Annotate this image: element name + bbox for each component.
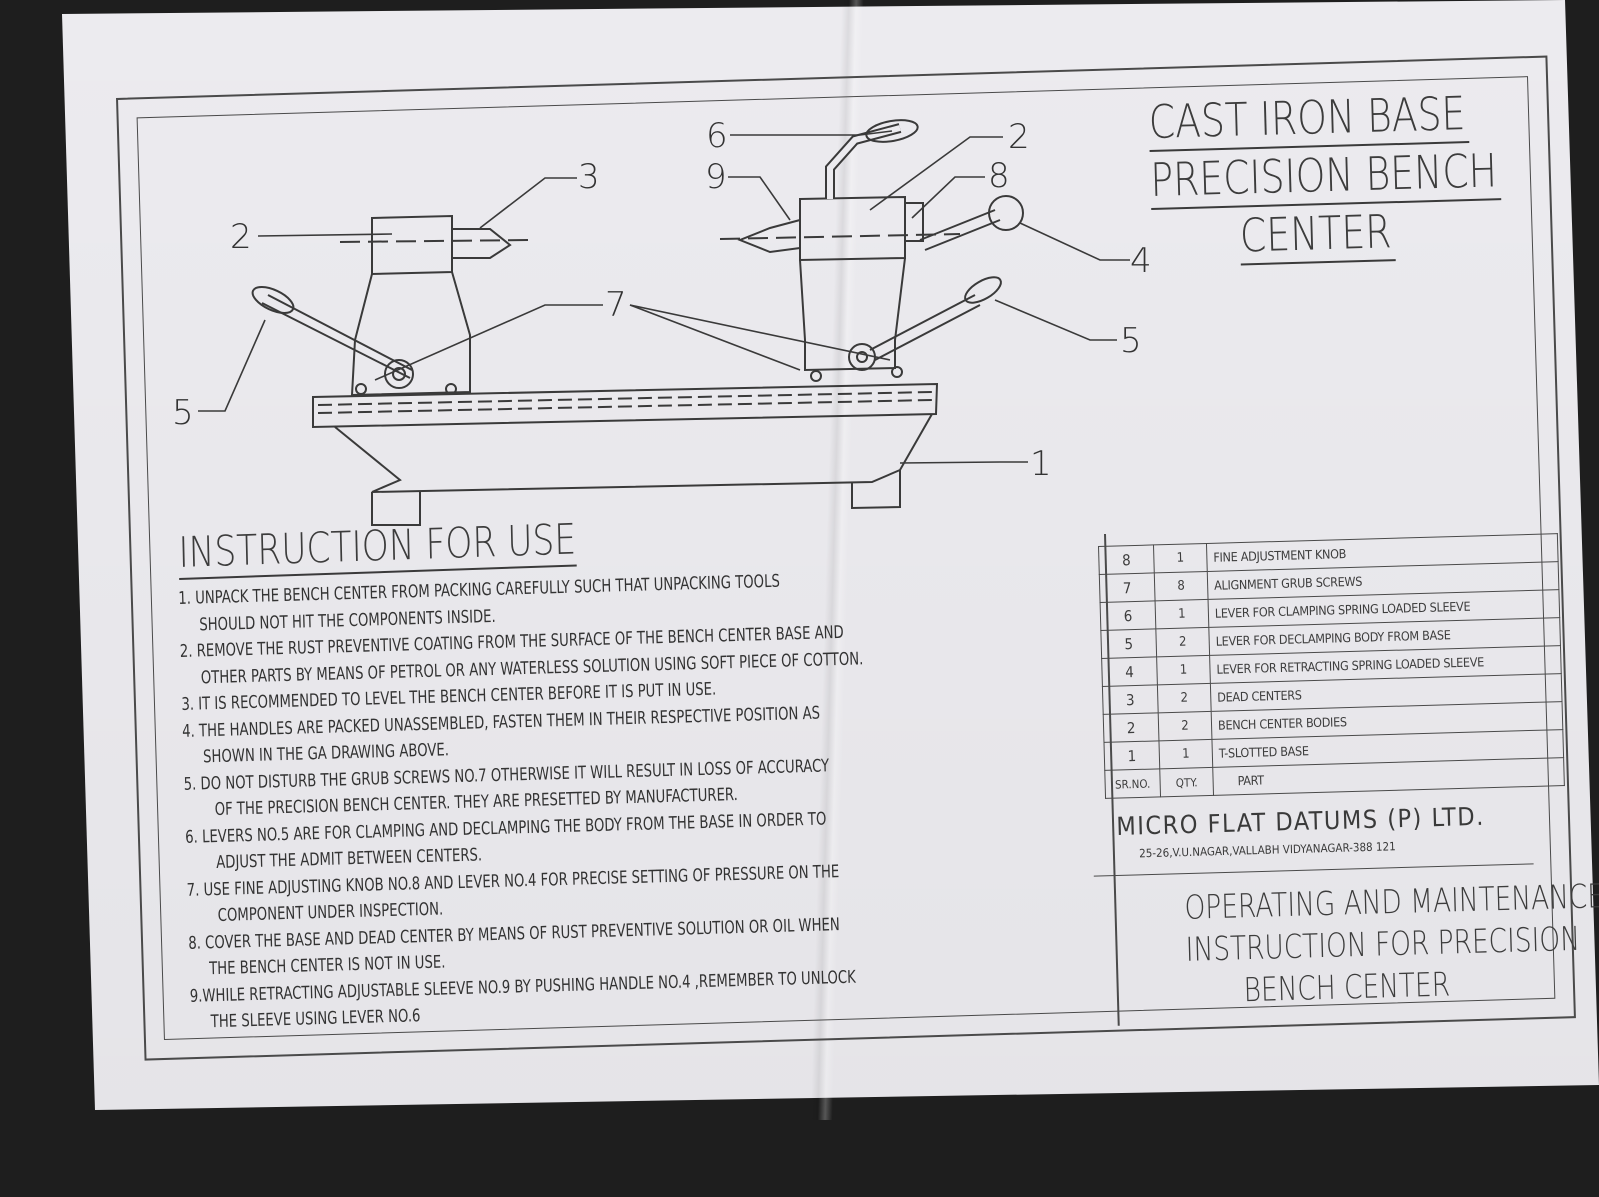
title-line-3: CENTER: [1239, 203, 1396, 266]
callout-4: 4: [1130, 241, 1152, 281]
qty-cell: 2: [1158, 711, 1212, 741]
qty-cell: 2: [1157, 683, 1212, 713]
callout-8: 8: [988, 156, 1010, 196]
document-title-block: OPERATING AND MAINTENANCE INSTRUCTION FO…: [1144, 876, 1599, 1014]
qty-cell: 1: [1156, 655, 1211, 685]
callout-7: 7: [605, 285, 627, 325]
callout-9: 9: [705, 157, 727, 197]
callout-labels: 1 2 2 3 4 5 5 6 7 8 9: [172, 116, 1152, 484]
instructions-list: 1. UNPACK THE BENCH CENTER FROM PACKING …: [178, 566, 874, 1036]
right-bench-body: [719, 119, 1024, 382]
qty-cell: 8: [1154, 571, 1209, 601]
callout-6: 6: [706, 116, 728, 156]
callout-2-left: 2: [230, 217, 252, 257]
qty-cell: 1: [1153, 543, 1208, 573]
doc-title-line-3: BENCH CENTER: [1243, 964, 1451, 1010]
company-address: 25-26,V.U.NAGAR,VALLABH VIDYANAGAR-388 1…: [1138, 839, 1396, 861]
qty-header: QTY.: [1159, 767, 1214, 797]
title-line-1: CAST IRON BASE: [1148, 85, 1470, 152]
callout-1: 1: [1030, 444, 1052, 484]
qty-cell: 2: [1155, 627, 1210, 657]
main-title: CAST IRON BASE PRECISION BENCH CENTER: [1148, 83, 1533, 268]
callout-5-right: 5: [1120, 321, 1142, 361]
t-slotted-base: [312, 382, 939, 526]
title-line-2: PRECISION BENCH: [1149, 142, 1502, 210]
callout-2-right: 2: [1008, 117, 1030, 157]
callout-3: 3: [578, 157, 600, 197]
callout-5-left: 5: [172, 393, 194, 433]
qty-cell: 1: [1155, 599, 1209, 629]
left-bench-body: [251, 214, 531, 397]
parts-table-wrap: 8 1 FINE ADJUSTMENT KNOB 7 8 ALIGNMENT G…: [1098, 533, 1565, 799]
callout-leaders: [198, 130, 1130, 464]
company-block: MICRO FLAT DATUMS (P) LTD. 25-26,V.U.NAG…: [1093, 800, 1538, 877]
qty-cell: 1: [1158, 739, 1213, 769]
parts-table: 8 1 FINE ADJUSTMENT KNOB 7 8 ALIGNMENT G…: [1098, 533, 1565, 799]
